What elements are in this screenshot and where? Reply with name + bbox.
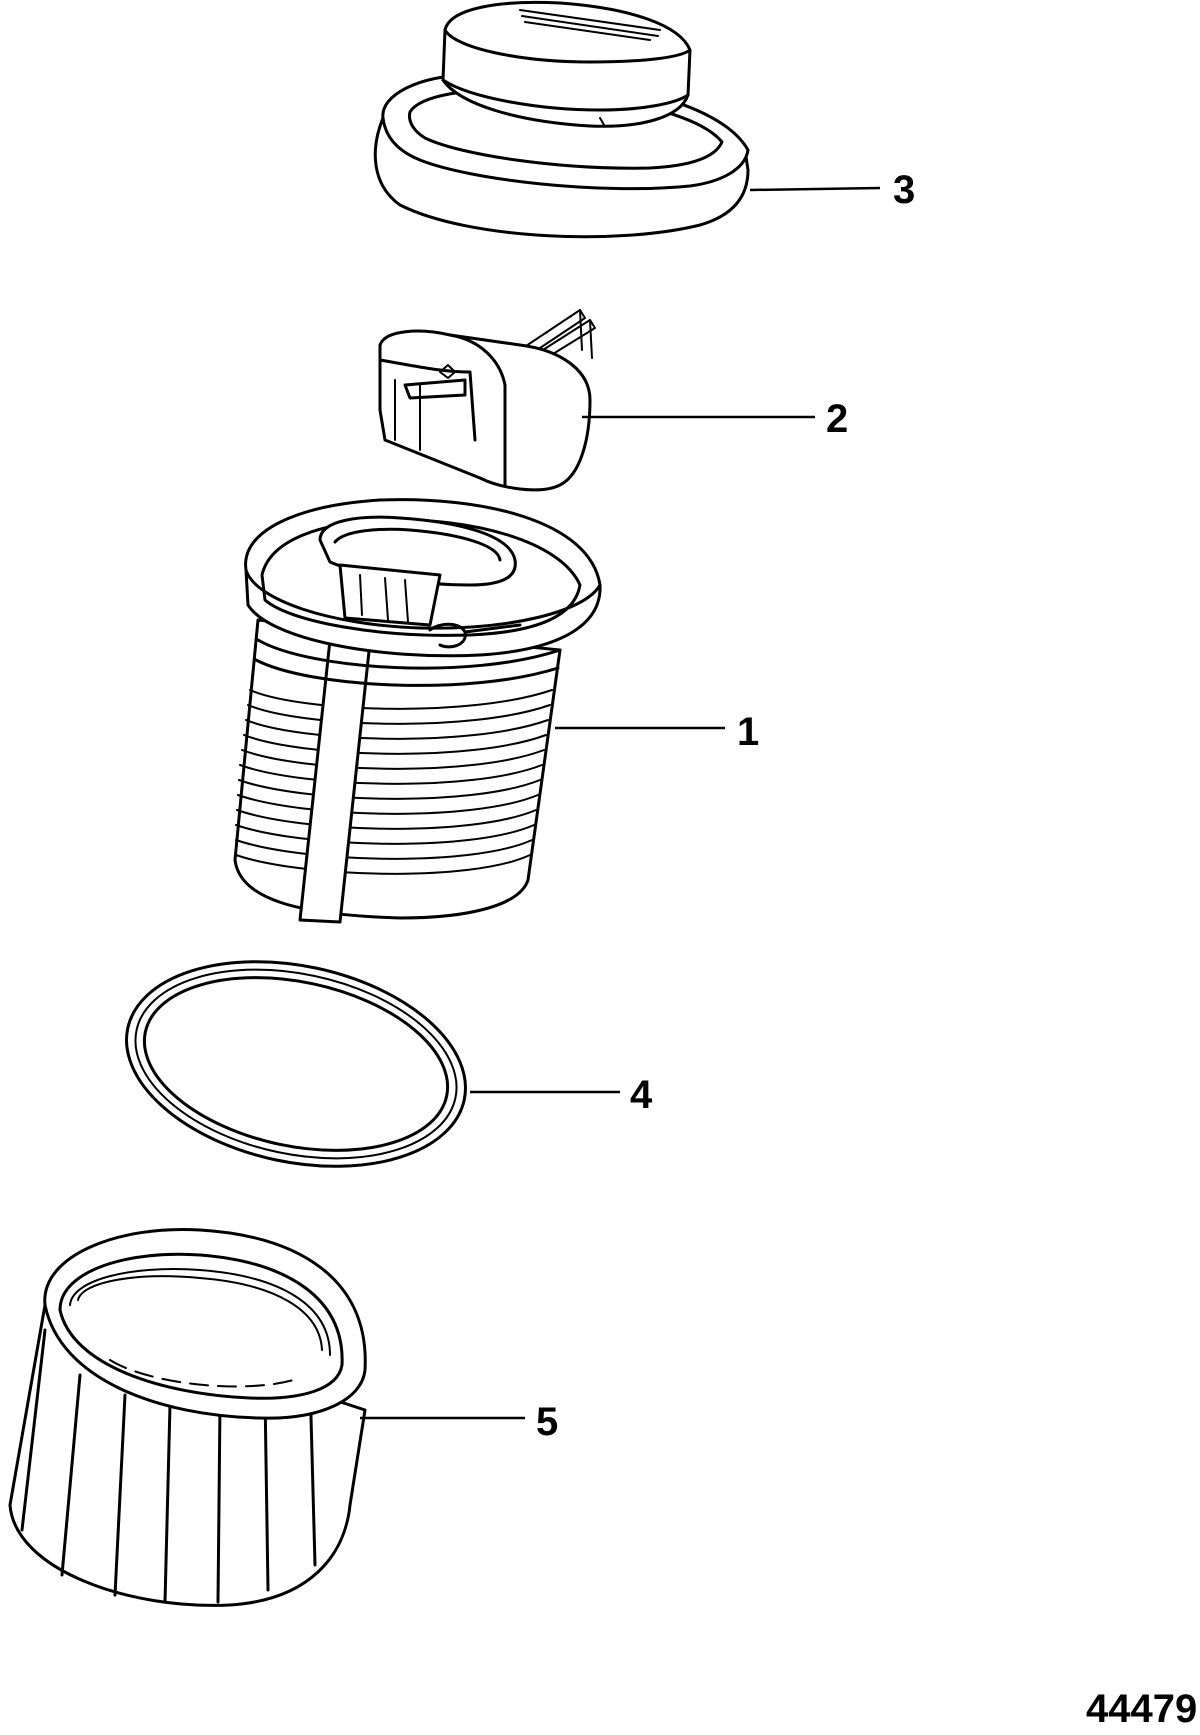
- figure-number: 44479: [1086, 1687, 1197, 1731]
- callout-1: 1: [737, 710, 759, 754]
- callout-2: 2: [826, 397, 848, 441]
- part-5-retaining-nut: [8, 1227, 525, 1607]
- part-1-housing: [233, 498, 725, 924]
- part-2-connector: [378, 309, 815, 492]
- part-4-seal-ring: [125, 960, 620, 1168]
- callout-4: 4: [630, 1073, 653, 1117]
- callout-5: 5: [536, 1400, 558, 1444]
- callout-3: 3: [893, 168, 915, 212]
- part-3-cap: [373, 0, 881, 239]
